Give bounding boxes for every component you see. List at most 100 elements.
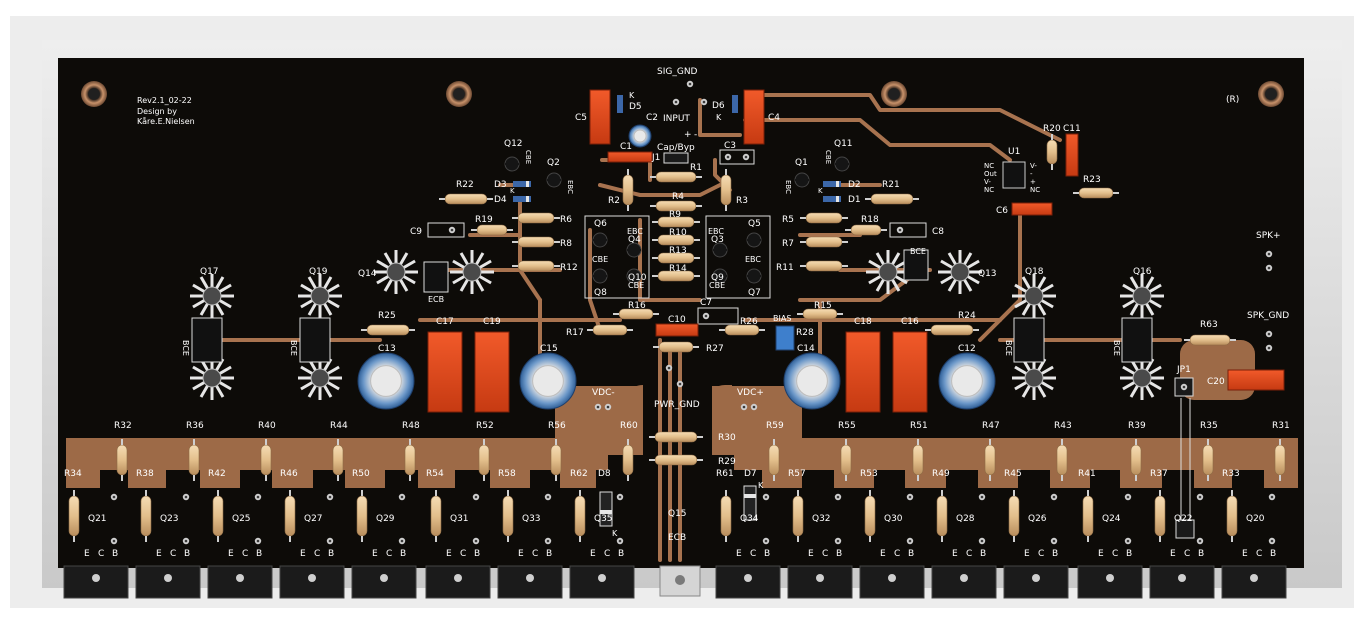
input-label: INPUT [663, 114, 690, 124]
pad-drill [742, 405, 746, 409]
u1-pin-left-0: NC [984, 162, 994, 170]
ref-q32: Q32 [812, 514, 831, 524]
capacitor-c17 [427, 331, 463, 413]
resistor-lead [471, 229, 477, 231]
pin-label-e: E [372, 549, 378, 559]
designer-caption: Design by [137, 107, 177, 116]
ref-d3: D3 [494, 180, 507, 190]
resistor-lead [693, 346, 699, 348]
emitter-resistor-R45 [1008, 495, 1020, 537]
pin-label-b: B [400, 549, 406, 559]
resistor-lead [409, 475, 411, 481]
pin-label-c: C [460, 549, 466, 559]
resistor-lead [435, 536, 437, 542]
ref-u1: U1 [1008, 147, 1020, 157]
capacitor-c1 [607, 151, 653, 163]
resistor-lead [773, 475, 775, 481]
resistor-lead [627, 205, 629, 211]
resistor-lead [842, 241, 848, 243]
ref-q4: Q4 [628, 235, 641, 245]
pad-drill [1182, 385, 1186, 389]
resistor-lead [483, 439, 485, 445]
ref-d4: D4 [494, 195, 507, 205]
pin-label-e: E [228, 549, 234, 559]
ref-r7: R7 [782, 239, 794, 249]
capacitor-c20 [1227, 369, 1285, 391]
heatsink-q16b [1120, 356, 1164, 400]
output-transistor-tab-hole [888, 574, 896, 582]
pin-label-e: E [1242, 549, 1248, 559]
pin-label-b: B [908, 549, 914, 559]
ref-c19: C19 [483, 317, 501, 327]
ref-c10: C10 [668, 315, 686, 325]
capacitor-top [633, 129, 647, 143]
emitter-resistor-R47 [984, 444, 996, 476]
u1-pin-left-3: NC [984, 186, 994, 194]
ref-r1: R1 [690, 163, 702, 173]
pin-label-c: C [822, 549, 828, 559]
ref-q28: Q28 [956, 514, 975, 524]
pad-drill [184, 495, 188, 499]
pad-drill [546, 495, 550, 499]
capacitor-top [370, 365, 402, 397]
ref-q24: Q24 [1102, 514, 1121, 524]
ref-q11: Q11 [834, 139, 853, 149]
ref-r20: R20 [1043, 124, 1061, 134]
diode-band [836, 181, 839, 187]
pin-label-c: C [532, 549, 538, 559]
ref-r53: R53 [860, 469, 878, 479]
resistor-lead [1207, 475, 1209, 481]
resistor-lead [1113, 192, 1119, 194]
ref-d1: D1 [848, 195, 861, 205]
capacitor-top [951, 365, 983, 397]
ref-q20: Q20 [1246, 514, 1265, 524]
resistor-lead [797, 536, 799, 542]
capacitor-c8-outline [889, 222, 927, 238]
resistor-r19 [476, 224, 508, 236]
emitter-resistor-R61 [720, 495, 732, 537]
ref-r49: R49 [932, 469, 950, 479]
emitter-resistor-R32 [116, 444, 128, 476]
transistor-q19 [299, 317, 331, 363]
cap-byp-label: Cap/Byp [657, 143, 695, 153]
ref-j1: J1 [651, 153, 660, 163]
resistor-lead [73, 490, 75, 496]
output-transistor-tab-hole [92, 574, 100, 582]
pin-label-e: E [952, 549, 958, 559]
resistor-lead [800, 241, 806, 243]
ref-r39: R39 [1128, 421, 1146, 431]
trace-2 [698, 98, 742, 137]
heatsink-q17 [190, 274, 234, 318]
ref-q25: Q25 [232, 514, 251, 524]
resistor-lead [694, 275, 700, 277]
emitter-resistor-R55 [840, 444, 852, 476]
capacitor-top [532, 365, 564, 397]
resistor-lead [941, 536, 943, 542]
resistor-lead [1231, 490, 1233, 496]
pad-drill [744, 155, 748, 159]
hole-bore [88, 88, 100, 100]
resistor-lead [73, 536, 75, 542]
pad-drill [450, 228, 454, 232]
ref-r14: R14 [669, 264, 687, 274]
pad-drill [726, 155, 730, 159]
ref-q12: Q12 [504, 139, 523, 149]
ref-r5: R5 [782, 215, 794, 225]
emitter-resistor-R44 [332, 444, 344, 476]
resistor-lead [409, 329, 415, 331]
emitter-resistor-R62 [574, 495, 586, 537]
pad-drill [764, 539, 768, 543]
transistor-flat [835, 163, 849, 165]
resistor-lead [1135, 475, 1137, 481]
ref-c20: C20 [1207, 377, 1225, 387]
spk-gnd-label: SPK_GND [1247, 311, 1289, 321]
resistor-lead [555, 475, 557, 481]
u1-pin-right-2: + [1030, 178, 1036, 186]
trace-3 [753, 93, 1062, 142]
ref-c15: C15 [540, 344, 558, 354]
pad-drill [1126, 495, 1130, 499]
resistor-r29 [654, 454, 698, 466]
resistor-lead [1073, 192, 1079, 194]
transistor-flat [795, 179, 809, 181]
capacitor-c3-outline [719, 149, 755, 165]
